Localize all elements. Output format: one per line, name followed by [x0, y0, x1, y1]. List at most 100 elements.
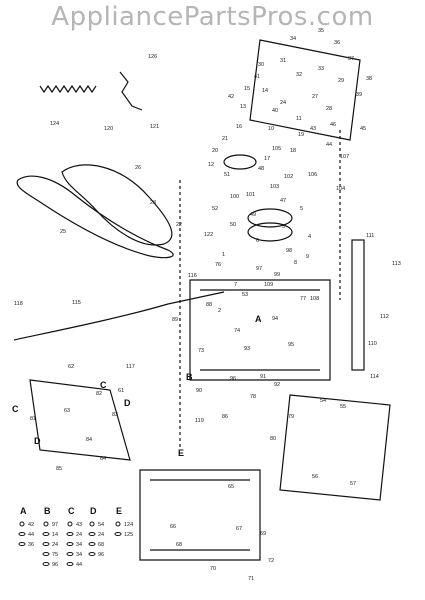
callout: 21 — [222, 136, 228, 142]
callout: 39 — [356, 92, 362, 98]
callout: 78 — [250, 394, 256, 400]
callout: 85 — [56, 466, 62, 472]
legend-b-5: 96 — [52, 562, 58, 568]
callout: 94 — [272, 316, 278, 322]
top-plate — [249, 39, 361, 141]
bent-rod — [119, 71, 143, 111]
spring-left — [39, 84, 97, 94]
callout: 88 — [206, 302, 212, 308]
callout: 57 — [350, 481, 356, 487]
callout: 48 — [258, 166, 264, 172]
callout: 55 — [340, 404, 346, 410]
callout: 104 — [336, 186, 345, 192]
callout: 73 — [198, 348, 204, 354]
section-letter-a: A — [255, 314, 262, 324]
callout: 97 — [256, 266, 262, 272]
callout: 52 — [212, 206, 218, 212]
callout: 79 — [288, 414, 294, 420]
callout: 90 — [196, 388, 202, 394]
callout: 46 — [330, 122, 336, 128]
spindle-tube — [351, 239, 365, 371]
callout: 22 — [176, 222, 182, 228]
legend-a-3: 36 — [28, 542, 34, 548]
callout: 99 — [274, 272, 280, 278]
legend-e-1: 124 — [124, 522, 133, 528]
callout: 37 — [348, 56, 354, 62]
callout: 47 — [280, 198, 286, 204]
callout: 86 — [222, 414, 228, 420]
callout: 89 — [172, 317, 178, 323]
callout: 118 — [14, 301, 23, 307]
drive-belt-lower — [16, 175, 174, 259]
callout: 76 — [215, 262, 221, 268]
bracket-left — [29, 379, 131, 461]
legend-d-2: 24 — [98, 532, 104, 538]
callout: 101 — [246, 192, 255, 198]
callout: 107 — [340, 154, 349, 160]
pulley-upper — [223, 154, 257, 170]
callout: 95 — [288, 342, 294, 348]
callout: 29 — [338, 78, 344, 84]
callout: 70 — [210, 566, 216, 572]
callout: 17 — [264, 156, 270, 162]
callout: 9 — [306, 254, 309, 260]
callout: 68 — [176, 542, 182, 548]
callout: 2 — [218, 308, 221, 314]
callout: 23 — [150, 200, 156, 206]
callout: 50 — [230, 222, 236, 228]
main-frame — [189, 279, 331, 381]
legend-b-4: 75 — [52, 552, 58, 558]
callout: 18 — [290, 148, 296, 154]
callout: 36 — [334, 40, 340, 46]
callout: 115 — [72, 300, 81, 306]
section-letter-e: E — [178, 448, 184, 458]
callout: 45 — [360, 126, 366, 132]
section-letter-d: D — [124, 398, 131, 408]
callout: 117 — [126, 364, 135, 370]
watermark: AppliancePartsPros.com — [51, 2, 374, 32]
callout: 33 — [318, 66, 324, 72]
hardware-legend: A B C D E 42 97 43 54 124 44 14 24 24 12… — [18, 506, 133, 568]
callout: 111 — [366, 233, 374, 239]
callout: 25 — [60, 229, 66, 235]
callout: 53 — [242, 292, 248, 298]
legend-c-3: 34 — [76, 542, 82, 548]
callout: 64 — [100, 456, 106, 462]
callout: 102 — [284, 174, 293, 180]
callout: 80 — [270, 436, 276, 442]
legend-col-a: A — [20, 506, 27, 516]
callout: 1 — [222, 252, 225, 258]
callout: 12 — [208, 162, 214, 168]
callout: 74 — [234, 328, 240, 334]
callout: 103 — [270, 184, 279, 190]
callout: 61 — [118, 388, 124, 394]
callout: 120 — [104, 126, 113, 132]
callout: 62 — [68, 364, 74, 370]
callout: 65 — [228, 484, 234, 490]
callout: 112 — [380, 314, 389, 320]
callout: 91 — [260, 374, 266, 380]
callout: 66 — [170, 524, 176, 530]
callout: 63 — [64, 408, 70, 414]
legend-b-1: 97 — [52, 522, 58, 528]
callout: 93 — [244, 346, 250, 352]
callout: 67 — [236, 526, 242, 532]
callout: 31 — [280, 58, 286, 64]
callout: 7 — [234, 282, 237, 288]
callout: 82 — [96, 391, 102, 397]
legend-e-2: 125 — [124, 532, 133, 538]
legend-a-1: 42 — [28, 522, 34, 528]
callout: 8 — [294, 260, 297, 266]
callout: 24 — [280, 100, 286, 106]
callout: 83 — [112, 412, 118, 418]
legend-d-1: 54 — [98, 522, 104, 528]
callout: 126 — [148, 54, 157, 60]
callout: 14 — [262, 88, 268, 94]
legend-c-4: 34 — [76, 552, 82, 558]
callout: 4 — [308, 234, 311, 240]
legend-d-3: 68 — [98, 542, 104, 548]
callout: 42 — [228, 94, 234, 100]
callout: 98 — [286, 248, 292, 254]
callout: 3 — [282, 224, 285, 230]
